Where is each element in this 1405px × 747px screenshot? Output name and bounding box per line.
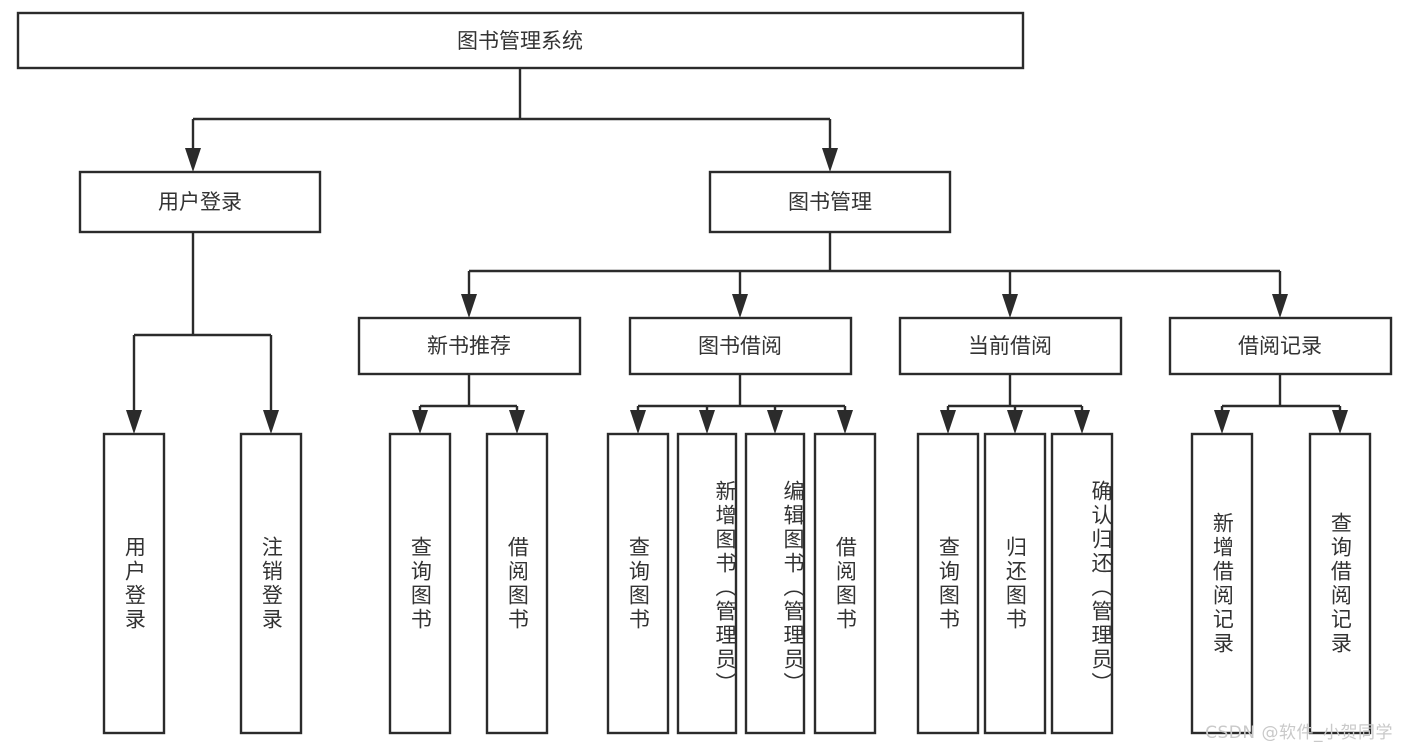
node-current-borrow-box	[898, 316, 1123, 376]
arrow-br-add	[1214, 410, 1230, 434]
leaf-box-bb-query-book[interactable]	[606, 432, 670, 735]
node-current-borrow-label: 当前借阅	[968, 334, 1052, 358]
leaf-label-nb-borrow-book: 借阅图书	[505, 535, 530, 632]
arrow-borrow-record	[1272, 294, 1288, 318]
node-new-book-recommend-box	[357, 316, 582, 376]
leaf-label-bb-borrow-book: 借阅图书	[833, 535, 858, 632]
leaf-box-cb-return-book[interactable]	[983, 432, 1047, 735]
leaf-label-cb-query-book: 查询图书	[936, 535, 961, 632]
arrow-bb-add	[699, 410, 715, 434]
leaf-box-nb-borrow-book[interactable]	[485, 432, 549, 735]
edge-userlogin-to-leaves	[126, 232, 279, 434]
node-borrow-record[interactable]: 借阅记录	[1168, 316, 1393, 376]
leaf-label-br-query-record: 查询借阅记录	[1328, 511, 1353, 656]
node-book-borrow-label: 图书借阅	[698, 334, 782, 358]
node-new-book-recommend[interactable]: 新书推荐	[357, 316, 582, 376]
leaf-label-nb-query-book: 查询图书	[408, 535, 433, 632]
node-book-management-box	[708, 170, 952, 234]
arrow-bb-edit	[767, 410, 783, 434]
arrow-leaf-logout	[263, 410, 279, 434]
arrow-nb-borrow	[509, 410, 525, 434]
leaf-box-bb-add-book[interactable]	[676, 432, 738, 735]
leaf-label-bb-edit-book: 编辑图书（管理员）	[781, 479, 805, 696]
node-root-system[interactable]: 图书管理系统	[16, 11, 1025, 70]
arrow-br-query	[1332, 410, 1348, 434]
node-borrow-record-label: 借阅记录	[1238, 334, 1322, 358]
leaf-box-bb-borrow-book[interactable]	[813, 432, 877, 735]
arrow-cb-query	[940, 410, 956, 434]
arrow-cb-confirm	[1074, 410, 1090, 434]
arrow-bb-borrow	[837, 410, 853, 434]
node-user-login-box	[78, 170, 322, 234]
arrow-current-borrow	[1002, 294, 1018, 318]
leaf-box-cb-confirm-return[interactable]	[1050, 432, 1114, 735]
arrow-new-book	[461, 294, 477, 318]
leaf-box-bb-edit-book[interactable]	[744, 432, 806, 735]
leaf-boxes	[102, 432, 1372, 735]
edge-bookborrow-to-leaves	[630, 374, 853, 434]
node-root-box	[16, 11, 1025, 70]
node-book-management-label: 图书管理	[788, 190, 872, 214]
leaf-box-nb-query-book[interactable]	[388, 432, 452, 735]
edge-root-to-level2	[185, 68, 838, 172]
node-user-login[interactable]: 用户登录	[78, 170, 322, 234]
arrow-nb-query	[412, 410, 428, 434]
leaf-box-logout[interactable]	[239, 432, 303, 735]
node-book-management[interactable]: 图书管理	[708, 170, 952, 234]
leaf-label-bb-query-book: 查询图书	[626, 535, 651, 632]
arrow-cb-return	[1007, 410, 1023, 434]
node-borrow-record-box	[1168, 316, 1393, 376]
edge-borrowrecord-to-leaves	[1214, 374, 1348, 434]
leaf-label-cb-confirm-return: 确认归还（管理员）	[1089, 479, 1113, 696]
node-book-borrow-box	[628, 316, 853, 376]
arrow-book-mgmt	[822, 148, 838, 172]
csdn-watermark: CSDN @软件_小贺同学	[1205, 723, 1393, 743]
node-root-label: 图书管理系统	[457, 29, 583, 53]
leaf-label-br-add-record: 新增借阅记录	[1210, 511, 1235, 656]
arrow-book-borrow	[732, 294, 748, 318]
leaf-label-logout: 注销登录	[259, 535, 284, 632]
arrow-user-login	[185, 148, 201, 172]
arrow-leaf-user-login	[126, 410, 142, 434]
node-book-borrow[interactable]: 图书借阅	[628, 316, 853, 376]
edge-bookmgmt-to-level3	[461, 232, 1288, 318]
leaf-box-cb-query-book[interactable]	[916, 432, 980, 735]
edge-currentborrow-to-leaves	[940, 374, 1090, 434]
node-current-borrow[interactable]: 当前借阅	[898, 316, 1123, 376]
leaf-box-br-add-record[interactable]	[1190, 432, 1254, 735]
leaf-label-cb-return-book: 归还图书	[1003, 535, 1028, 632]
leaf-label-user-login: 用户登录	[122, 535, 147, 632]
edge-newbook-to-leaves	[412, 374, 525, 434]
leaf-box-user-login[interactable]	[102, 432, 166, 735]
arrow-bb-query	[630, 410, 646, 434]
node-new-book-recommend-label: 新书推荐	[427, 334, 511, 358]
leaf-label-bb-add-book: 新增图书（管理员）	[713, 479, 737, 696]
node-user-login-label: 用户登录	[158, 190, 242, 214]
leaf-box-br-query-record[interactable]	[1308, 432, 1372, 735]
